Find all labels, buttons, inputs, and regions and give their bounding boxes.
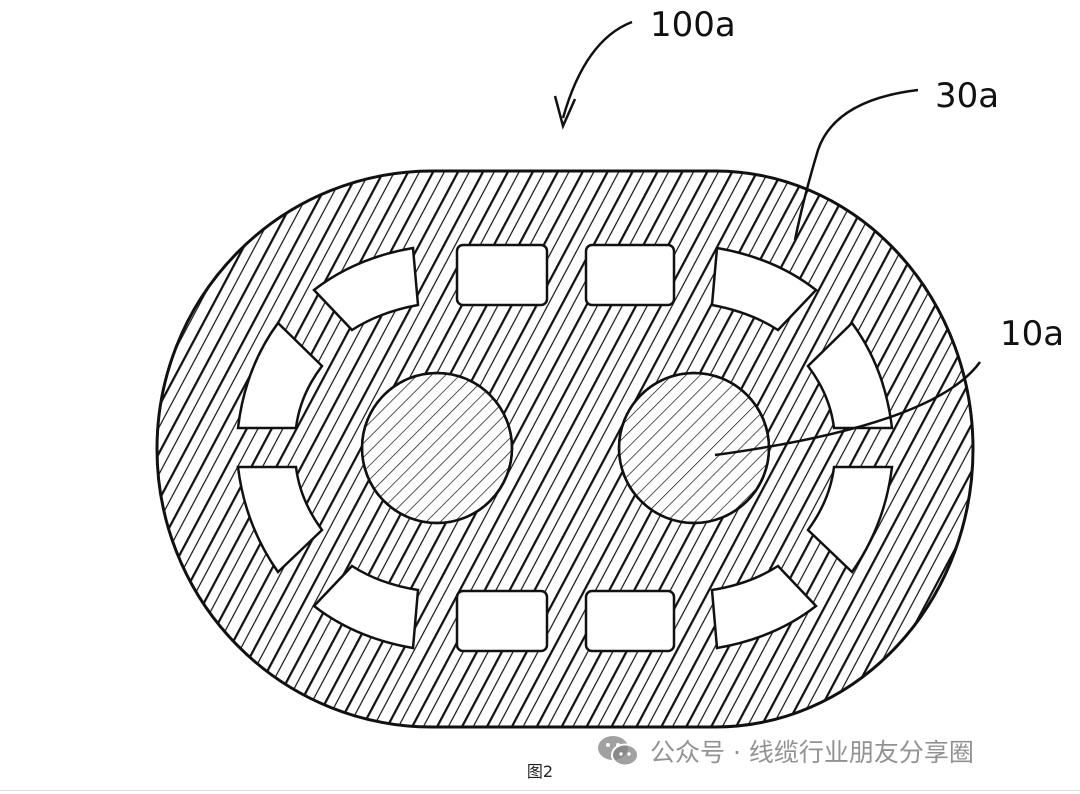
slot xyxy=(455,243,549,307)
arc-segment xyxy=(806,321,894,430)
top-slots xyxy=(455,243,676,307)
leader-line-conductor xyxy=(714,361,982,457)
conductors xyxy=(360,371,771,525)
leader-lines xyxy=(553,20,982,457)
label-conductor: 10a xyxy=(1000,314,1064,354)
right-arc-segments xyxy=(710,246,894,650)
conductor-left-hatch xyxy=(360,371,514,525)
leader-line-assembly xyxy=(561,20,633,119)
figure-caption: 图2 xyxy=(526,762,554,781)
arc-segment xyxy=(806,465,894,574)
arc-segment xyxy=(312,246,420,332)
bottom-slots xyxy=(455,589,676,653)
arc-segment xyxy=(236,465,324,574)
arc-segment xyxy=(710,564,818,650)
slot xyxy=(584,589,676,653)
conductor-right-hatch xyxy=(617,371,771,525)
outer-jacket xyxy=(155,169,975,729)
bottom-divider xyxy=(0,790,1080,791)
arc-segment xyxy=(710,246,818,332)
label-jacket: 30a xyxy=(935,76,999,116)
watermark: 公众号 · 线缆行业朋友分享圈 xyxy=(596,733,974,769)
arc-segment xyxy=(312,564,420,650)
watermark-text: 公众号 · 线缆行业朋友分享圈 xyxy=(650,738,974,767)
label-assembly: 100a xyxy=(650,5,736,45)
slot xyxy=(584,243,676,307)
left-arc-segments xyxy=(236,246,420,650)
arc-segment xyxy=(236,321,324,430)
wechat-icon xyxy=(598,736,639,767)
slot xyxy=(455,589,549,653)
leader-line-jacket xyxy=(793,88,919,241)
arrowhead xyxy=(553,95,577,130)
